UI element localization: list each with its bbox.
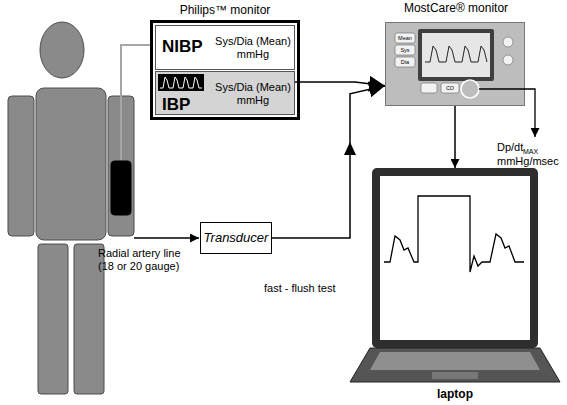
pressure-trace bbox=[384, 196, 524, 272]
laptop-lid bbox=[372, 168, 538, 348]
signal-connector bbox=[272, 86, 385, 238]
parameter-label: Dp/dt bbox=[497, 141, 523, 154]
panel-value: Sys/Dia (Mean) mmHg bbox=[212, 81, 294, 106]
device-knob bbox=[503, 55, 513, 65]
button-label: CO bbox=[441, 85, 459, 91]
signal-connector bbox=[295, 82, 385, 86]
button-label: Dia bbox=[395, 59, 415, 65]
callout-leader bbox=[479, 89, 535, 137]
laptop-base bbox=[350, 348, 560, 382]
test-label: fast - flush test bbox=[264, 282, 354, 295]
device-waveform bbox=[425, 46, 487, 62]
line-label: Radial artery line (18 or 20 gauge) bbox=[98, 247, 198, 272]
person-arm bbox=[8, 96, 34, 236]
ibp-panel: IBP Sys/Dia (Mean) mmHg bbox=[155, 71, 295, 115]
flow-arrowhead bbox=[344, 142, 356, 155]
person-torso bbox=[36, 88, 106, 240]
laptop-touchpad bbox=[432, 372, 478, 379]
ibp-waveform-box bbox=[158, 74, 204, 91]
bp-cuff bbox=[110, 160, 132, 216]
device-button bbox=[395, 45, 415, 55]
person-head bbox=[40, 22, 84, 78]
monitor-box: Philips™ monitorNIBPSys/Dia (Mean) mmHgI… bbox=[150, 20, 300, 120]
device-button bbox=[421, 83, 437, 93]
unit-label: mmHg/msec bbox=[497, 155, 559, 168]
ibp-waveform bbox=[160, 77, 202, 88]
panel-title: IBP bbox=[162, 95, 190, 115]
device-label: laptop bbox=[350, 388, 560, 402]
device-button bbox=[395, 57, 415, 67]
box-label: Transducer bbox=[201, 231, 271, 246]
device-knob bbox=[503, 37, 513, 47]
panel-title: NIBP bbox=[162, 37, 203, 57]
device-screen bbox=[422, 33, 490, 77]
highlight-circle bbox=[461, 80, 479, 98]
arterial-line bbox=[134, 237, 199, 239]
node-heading: MostCare® monitor bbox=[376, 2, 536, 16]
laptop-keyboard bbox=[370, 352, 540, 370]
device-button bbox=[441, 83, 459, 93]
parameter-subscript: MAX bbox=[523, 148, 538, 156]
nibp-panel: NIBP Sys/Dia (Mean) mmHg bbox=[155, 25, 295, 70]
cuff-tube bbox=[121, 45, 150, 160]
signal-connector bbox=[454, 106, 456, 168]
button-label: Sys bbox=[395, 47, 415, 53]
laptop-screen bbox=[380, 176, 530, 340]
person-leg bbox=[38, 244, 68, 394]
node-heading: Philips™ monitor bbox=[153, 4, 297, 18]
device-button bbox=[395, 33, 415, 43]
laptop: laptop bbox=[350, 168, 560, 403]
panel-value: Sys/Dia (Mean) mmHg bbox=[212, 35, 294, 60]
device-screen-frame bbox=[418, 29, 494, 81]
button-label: Mean bbox=[395, 35, 415, 41]
transducer-box: Transducer bbox=[200, 222, 272, 254]
